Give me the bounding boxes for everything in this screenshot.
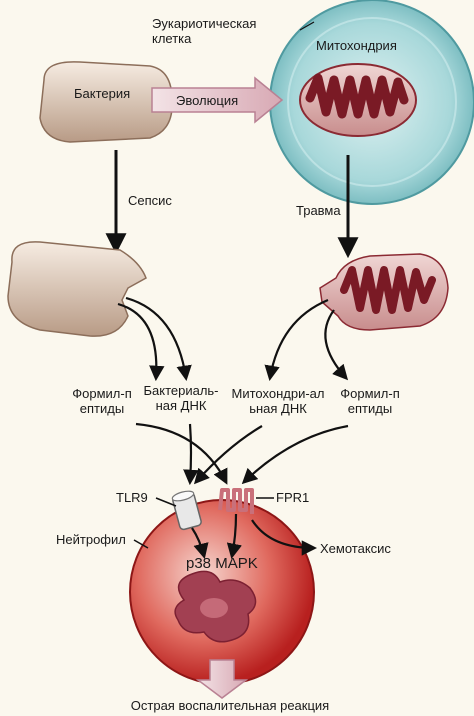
label-formyl-peptides-left: Формил-пептиды [72,386,132,416]
ruptured-bacterium [7,241,147,337]
inflammation-arrow [195,659,249,699]
mitochondrion-in-cell [299,63,417,137]
arrow-bacterial-dna-to-tlr9 [183,423,199,486]
arrow-to-mitochondrial-dna [264,298,329,382]
cell-pointer [299,21,315,31]
label-bacterial-dna: Бактериаль-ная ДНК [143,383,219,413]
label-mitochondrion: Митохондрия [316,38,397,53]
arrow-tlr9-to-p38 [191,527,209,559]
neutrophil-cell [129,499,315,685]
arrow-to-formyl-peptides-right [324,309,349,381]
arrow-to-formyl-peptides-left [117,302,165,382]
arrow-fpr1-to-p38 [226,513,242,560]
label-eukaryotic-cell: Эукариотическая клетка [152,16,257,46]
arrow-formyl-right-to-fpr1 [241,424,349,485]
label-trauma: Травма [296,203,341,218]
tlr9-receptor [171,490,202,531]
fpr1-receptor [218,488,254,514]
label-acute-inflammation: Острая воспалительная реакция [130,698,330,713]
arrow-formyl-left-to-fpr1 [135,422,228,485]
label-sepsis: Сепсис [128,193,172,208]
arrow-mito-dna-to-tlr9 [193,425,263,485]
evolution-arrow [151,76,284,124]
neutrophil-pointer [133,539,149,549]
label-formyl-peptides-right: Формил-пептиды [340,386,400,416]
label-fpr1: FPR1 [276,490,310,505]
arrow-to-bacterial-dna [125,296,192,382]
label-chemotaxis: Хемотаксис [320,541,391,556]
tlr9-pointer [155,497,177,507]
ruptured-mitochondrion [319,253,449,331]
label-bacterium: Бактерия [74,86,131,101]
label-neutrophil: Нейтрофил [56,532,126,547]
label-evolution: Эволюция [176,93,239,108]
arrow-to-chemotaxis [251,519,318,556]
label-tlr9: TLR9 [116,490,148,505]
label-mitochondrial-dna: Митохондри-альная ДНК [231,386,325,416]
label-p38-mapk: p38 MAPK [186,555,258,572]
